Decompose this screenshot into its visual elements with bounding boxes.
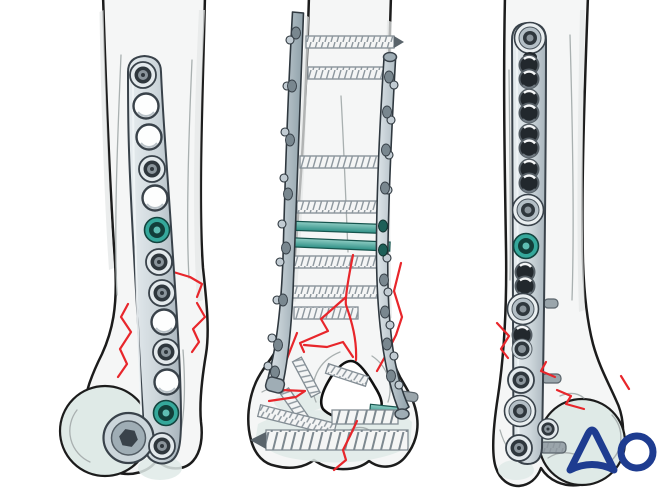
screw-head <box>513 21 547 55</box>
right-plate-holes <box>503 21 547 462</box>
transverse-screw <box>305 35 404 49</box>
screw-head <box>503 394 537 428</box>
screw-head <box>505 434 533 462</box>
left-condyle-inner-arc <box>69 409 91 463</box>
middle-bone-shading <box>289 15 309 302</box>
left-fracture-lines <box>116 269 207 379</box>
screw-head <box>145 248 173 276</box>
fracture-line <box>302 340 355 359</box>
panel-left-lateral-view <box>58 0 209 480</box>
screw-head <box>152 338 180 366</box>
left-plate-highlight <box>132 79 143 431</box>
transverse-screw <box>289 285 383 299</box>
left-bone-ridge <box>115 54 122 296</box>
fracture-line <box>168 269 204 299</box>
middle-left-plate-edge-on <box>263 11 305 394</box>
empty-plate-hole <box>135 123 163 151</box>
transverse-screw <box>296 200 383 214</box>
empty-plate-hole <box>153 368 181 396</box>
teal-bolt-end <box>378 219 388 233</box>
right-screw-stubs <box>539 298 567 454</box>
right-condyle-inner-arc <box>609 414 622 463</box>
middle-bone-ridge <box>340 95 349 253</box>
right-bone-ridge <box>508 69 512 281</box>
large-condylar-screw <box>250 429 409 451</box>
screw-head <box>148 279 176 307</box>
right-bone-ridge <box>569 34 574 301</box>
fracture-line <box>332 419 359 472</box>
large-condylar-screw <box>331 409 399 425</box>
screw-head <box>148 432 176 460</box>
panel-middle-frontal-view <box>247 0 419 472</box>
teal-locking-screw <box>512 232 540 260</box>
panel-right-medial-view <box>491 0 631 488</box>
fracture-line <box>495 321 511 360</box>
screw-head <box>506 292 540 326</box>
fracture-line <box>539 360 557 379</box>
fracture-line <box>619 374 631 391</box>
fracture-line <box>555 388 586 411</box>
teal-locking-screw <box>152 399 180 427</box>
left-bone-shading <box>194 10 205 302</box>
combi-hole-with-screw <box>513 326 532 359</box>
small-condylar-screw <box>291 356 321 399</box>
teal-locking-screw <box>143 216 171 244</box>
fracture-line <box>344 253 358 362</box>
combi-hole <box>514 261 536 297</box>
fracture-line <box>267 388 307 403</box>
empty-plate-hole <box>150 308 178 336</box>
small-condylar-screw <box>324 362 370 388</box>
plate-end-cap <box>264 376 286 394</box>
left-hex-head-screw <box>102 411 155 465</box>
fracture-line <box>116 302 133 379</box>
middle-transverse-screws <box>250 35 419 451</box>
transverse-screw <box>291 255 381 269</box>
left-bone-shading <box>99 10 114 270</box>
logo-letter-a <box>566 426 618 474</box>
free-screw-head <box>537 418 559 440</box>
screw-head <box>129 61 157 89</box>
fracture-line <box>190 301 207 354</box>
screw-head <box>511 193 545 227</box>
screw-head <box>138 155 166 183</box>
transverse-screw <box>299 155 385 169</box>
ao-logo <box>566 426 657 474</box>
fracture-line <box>298 295 348 354</box>
right-bone-shading <box>577 10 585 312</box>
screw-stub <box>543 298 559 309</box>
empty-plate-hole <box>132 92 160 120</box>
empty-plate-hole <box>141 184 169 212</box>
combi-hole <box>518 54 540 90</box>
plate-end-cap <box>394 408 410 420</box>
right-condyle-line <box>559 392 585 399</box>
combi-hole <box>518 158 540 194</box>
combi-hole <box>518 88 540 124</box>
screw-stub-threaded <box>539 441 567 454</box>
screw-head <box>507 366 535 394</box>
teal-bolt-end <box>378 243 388 257</box>
combi-hole <box>518 123 540 159</box>
transverse-screw <box>307 66 387 80</box>
middle-right-plate-edge-on <box>375 51 410 420</box>
right-fracture-lines <box>495 321 631 411</box>
left-bone-ridge <box>186 59 193 279</box>
transverse-screw <box>293 306 359 320</box>
right-heel-tint <box>498 460 534 480</box>
logo-letter-o <box>617 432 657 472</box>
